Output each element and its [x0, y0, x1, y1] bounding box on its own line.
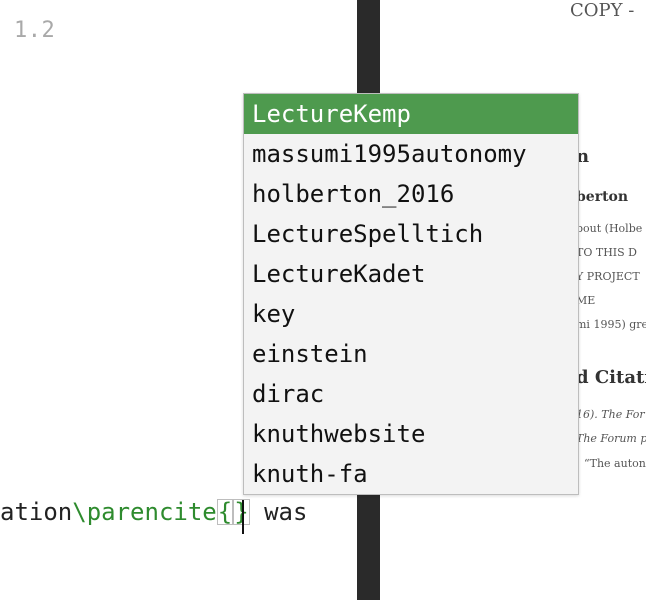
autocomplete-item[interactable]: dirac [252, 380, 325, 408]
autocomplete-item[interactable]: knuth-fa [252, 460, 368, 488]
preview-reference: The Forum p [576, 432, 646, 445]
preview-snippet: mi 1995) gre [576, 318, 646, 331]
code-text-before: ation [0, 498, 73, 526]
preview-reference: “The autono [584, 457, 646, 470]
autocomplete-item-selected[interactable]: LectureKemp [244, 94, 578, 134]
autocomplete-item[interactable]: knuthwebsite [252, 420, 426, 448]
code-line[interactable]: ation\parencite{} was [0, 498, 307, 526]
preview-author-heading: berton [576, 189, 629, 205]
preview-snippet: bout (Holbe [576, 222, 643, 235]
code-text-after: was [249, 498, 308, 526]
preview-chapter: n [576, 146, 590, 167]
autocomplete-item[interactable]: massumi1995autonomy [252, 140, 527, 168]
autocomplete-item[interactable]: LectureKadet [252, 260, 426, 288]
parencite-command: \parencite [72, 498, 217, 526]
text-cursor [242, 500, 244, 534]
autocomplete-item[interactable]: LectureSpelltich [252, 220, 484, 248]
autocomplete-item[interactable]: einstein [252, 340, 368, 368]
preview-header: COPY - [570, 0, 635, 21]
open-brace: { [216, 498, 234, 526]
preview-section-heading: d Citatio [576, 367, 646, 388]
version-label: 1.2 [14, 18, 56, 43]
autocomplete-popup[interactable]: LectureKemp massumi1995autonomy holberto… [243, 93, 579, 495]
preview-snippet: Y PROJECT [576, 270, 640, 283]
autocomplete-item[interactable]: key [252, 300, 296, 328]
preview-snippet: TO THIS D [576, 246, 637, 259]
preview-reference: 16). The For [576, 408, 645, 421]
autocomplete-item[interactable]: holberton_2016 [252, 180, 455, 208]
close-brace: } [233, 499, 250, 525]
preview-snippet: ME [576, 294, 596, 307]
